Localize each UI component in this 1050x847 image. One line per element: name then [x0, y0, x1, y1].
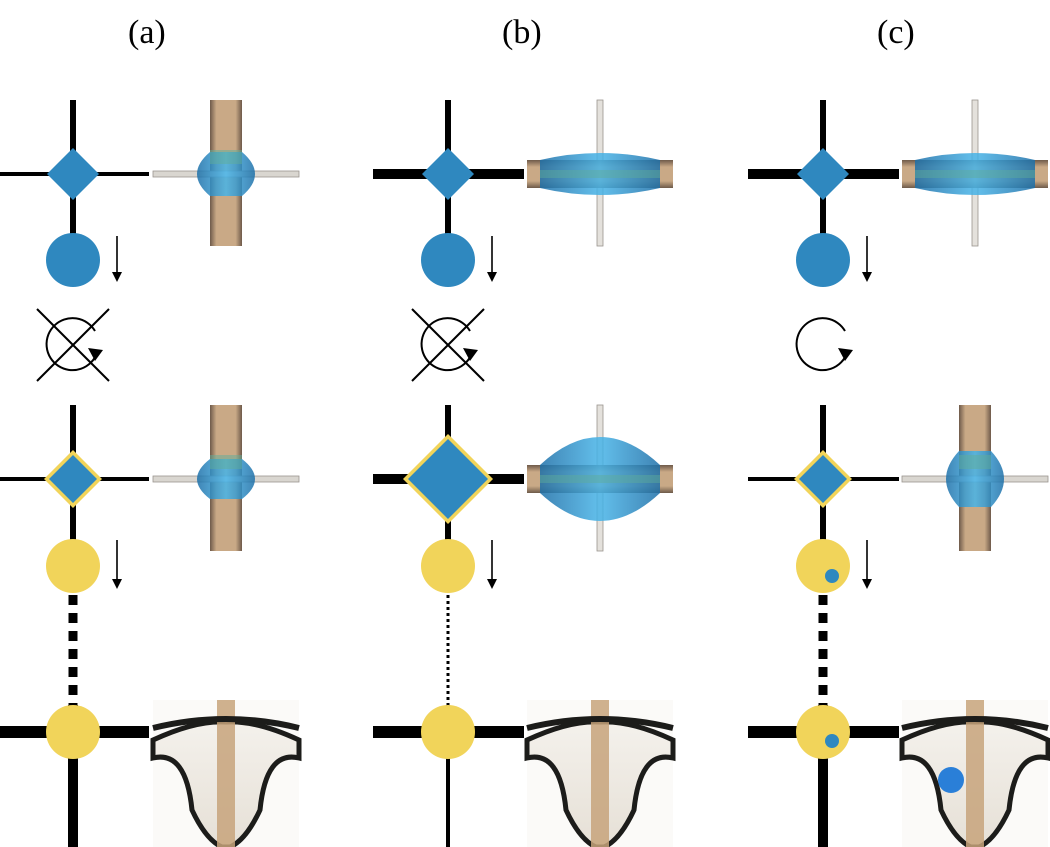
blue-inclusion: [825, 734, 839, 748]
blue-droplet: [421, 233, 475, 287]
panel-label-c: (c): [877, 14, 915, 51]
photo-blue-inclusion: [938, 767, 964, 793]
crossed-out-icon: [411, 308, 485, 382]
photo-lc-band: [915, 170, 1035, 178]
blue-inclusion: [825, 569, 839, 583]
photo-fiber: [966, 700, 984, 847]
droplet-diamond: [797, 148, 849, 200]
yellow-droplet-junction: [46, 705, 100, 759]
photo-top-meniscus: [152, 716, 300, 731]
photo-top-meniscus: [901, 716, 1049, 731]
photo-lc-band: [959, 455, 991, 469]
photo-lc-band: [210, 150, 242, 164]
photo-fiber: [217, 700, 235, 847]
photo-lc-band: [210, 455, 242, 469]
panel-c: [748, 99, 1050, 847]
blue-droplet: [796, 233, 850, 287]
rotation-arrowhead: [838, 348, 853, 361]
yellow-droplet: [46, 539, 100, 593]
crossed-out-icon: [36, 308, 110, 382]
droplet-diamond: [408, 439, 488, 519]
blue-droplet: [46, 233, 100, 287]
panel-b: [373, 99, 676, 847]
photo-lc-droplet: [540, 437, 660, 521]
photo-lc-droplet: [915, 153, 1035, 195]
rotation-arrowhead: [463, 348, 478, 361]
photo-lc-droplet: [540, 153, 660, 195]
panel-label-a: (a): [128, 14, 166, 51]
photo-lc-band: [540, 170, 660, 178]
yellow-droplet-junction: [796, 705, 850, 759]
panel-a: [0, 100, 302, 847]
droplet-diamond: [49, 455, 97, 503]
rotation-arrow-icon: [45, 317, 98, 372]
photo-lc-band: [540, 475, 660, 483]
droplet-diamond: [422, 148, 474, 200]
rotation-arrowhead: [88, 348, 103, 361]
yellow-droplet: [796, 539, 850, 593]
yellow-droplet: [421, 539, 475, 593]
droplet-diamond: [47, 148, 99, 200]
droplet-diamond: [799, 455, 847, 503]
photo-top-meniscus: [526, 716, 674, 731]
panel-label-b: (b): [502, 14, 542, 51]
rotation-arrow-icon: [795, 317, 848, 372]
rotation-arrow-icon: [420, 317, 473, 372]
photo-fiber: [591, 700, 609, 847]
yellow-droplet-junction: [421, 705, 475, 759]
